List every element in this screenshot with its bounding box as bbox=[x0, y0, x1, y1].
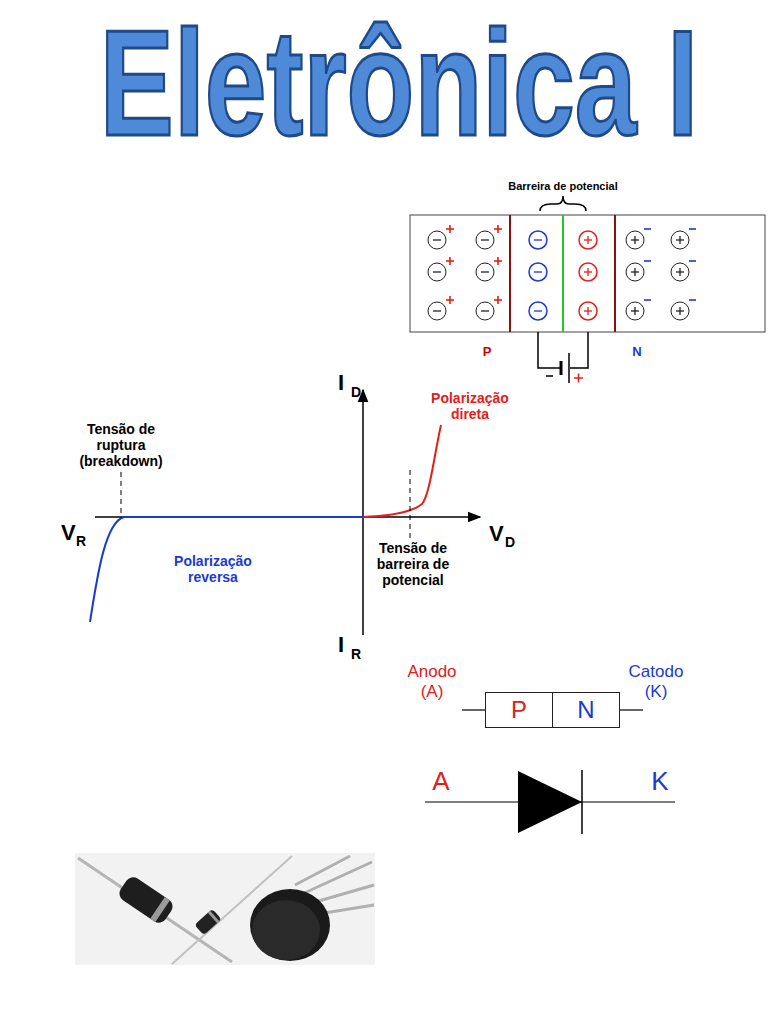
barrier-marker bbox=[410, 470, 411, 538]
lead-wire bbox=[620, 709, 643, 710]
forward-bias-label: Polarização direta bbox=[415, 390, 525, 422]
breakdown-marker bbox=[121, 472, 122, 518]
donor-ion bbox=[671, 300, 696, 320]
axis-symbol: V bbox=[61, 520, 76, 545]
acceptor-ion bbox=[428, 296, 454, 320]
diode-symbol bbox=[518, 771, 582, 833]
donor-ion bbox=[671, 229, 696, 249]
acceptor-ion bbox=[428, 225, 454, 249]
diode-body bbox=[194, 909, 221, 935]
reverse-bias-label: Polarização reversa bbox=[158, 553, 268, 585]
donor-ion bbox=[626, 229, 651, 249]
axis-symbol: I bbox=[338, 370, 344, 395]
diode-lead bbox=[78, 858, 232, 962]
axis-subscript: R bbox=[351, 646, 361, 662]
axis-symbol: I bbox=[338, 632, 344, 657]
battery-sign bbox=[578, 374, 580, 383]
battery-plate bbox=[568, 353, 570, 383]
photo-background bbox=[75, 853, 375, 965]
bridge-face bbox=[252, 900, 320, 960]
acceptor-ion bbox=[476, 257, 502, 281]
barrier-brace bbox=[540, 196, 586, 211]
acceptor-ion bbox=[428, 257, 454, 281]
diode-body bbox=[116, 874, 175, 926]
terminal-letter: A bbox=[421, 767, 461, 797]
negative-ion bbox=[529, 231, 547, 249]
forward-curve bbox=[363, 425, 441, 517]
reverse-curve bbox=[90, 517, 363, 622]
region-label: N bbox=[622, 345, 652, 360]
donor-ion bbox=[626, 300, 651, 320]
axis-symbol: V bbox=[489, 521, 504, 546]
acceptor-ion bbox=[476, 225, 502, 249]
positive-ion bbox=[579, 231, 597, 249]
p-region-box: P bbox=[485, 692, 553, 728]
terminal-name: Anodo (A) bbox=[397, 662, 467, 701]
bridge-lead bbox=[295, 856, 350, 885]
page-title: Eletrônica I bbox=[100, 8, 668, 158]
depletion-edge bbox=[509, 215, 511, 332]
terminal-name: Catodo (K) bbox=[621, 662, 691, 701]
depletion-edge bbox=[614, 215, 616, 332]
n-region-box: N bbox=[552, 692, 620, 728]
negative-ion bbox=[529, 263, 547, 281]
positive-ion bbox=[579, 302, 597, 320]
donor-ion bbox=[626, 261, 651, 281]
current-axis bbox=[362, 390, 364, 635]
battery-plate bbox=[560, 361, 563, 375]
diode-bar bbox=[581, 770, 583, 834]
positive-ion bbox=[579, 263, 597, 281]
battery-wire bbox=[538, 332, 560, 368]
battery-sign bbox=[546, 375, 553, 377]
region-letter: P bbox=[511, 698, 527, 722]
junction-block bbox=[410, 215, 765, 332]
breakdown-label: Tensão de ruptura (breakdown) bbox=[66, 421, 176, 469]
region-letter: N bbox=[577, 698, 594, 722]
axis-subscript: R bbox=[76, 533, 86, 549]
donor-ion bbox=[671, 261, 696, 281]
acceptor-ion bbox=[476, 296, 502, 320]
negative-ion bbox=[529, 302, 547, 320]
terminal-letter: K bbox=[640, 767, 680, 797]
battery-wire bbox=[570, 332, 588, 368]
junction-line bbox=[562, 215, 564, 332]
region-label: P bbox=[472, 345, 502, 360]
axis-subscript: D bbox=[505, 534, 515, 550]
bridge-rectifier bbox=[250, 889, 330, 961]
barrier-label: Barreira de potencial bbox=[478, 180, 648, 193]
lead-wire bbox=[462, 709, 485, 710]
axis-subscript: D bbox=[351, 384, 361, 400]
barrier-voltage-label: Tensão de barreira de potencial bbox=[363, 540, 463, 588]
